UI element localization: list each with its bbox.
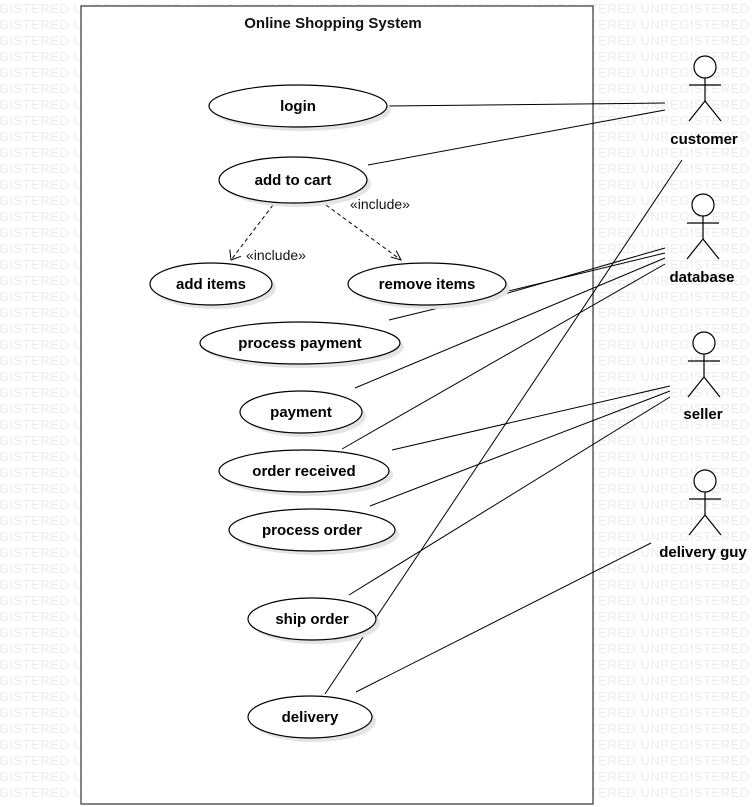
use-case-label-login: login: [280, 98, 316, 115]
use-case-remove-items[interactable]: remove items: [347, 262, 510, 309]
use-case-add-items[interactable]: add items: [149, 262, 276, 309]
use-case-ellipse: [218, 156, 368, 204]
actor-head: [693, 55, 717, 79]
actor-left-leg: [688, 100, 706, 122]
include-line-add-items: [230, 204, 274, 261]
actors: customer database seller delivery guy: [659, 55, 747, 561]
use-case-label-remove-items: remove items: [379, 276, 476, 293]
actor-right-leg: [704, 100, 722, 122]
use-case-ellipse: [208, 84, 388, 128]
use-case-ellipse: [228, 508, 396, 552]
use-case-ellipse: [239, 390, 363, 434]
actor-database[interactable]: database: [669, 193, 735, 286]
actor-label-customer: customer: [670, 131, 738, 148]
actor-delivery-guy[interactable]: delivery guy: [659, 469, 747, 561]
assoc-orderreceived-database: [341, 263, 666, 450]
use-case-label-ship-order: ship order: [275, 611, 349, 628]
assoc-payment-database: [354, 257, 666, 389]
use-case-ellipse: [247, 597, 377, 641]
actor-right-leg: [702, 238, 720, 260]
use-case-label-order-received: order received: [252, 463, 355, 480]
use-case-login[interactable]: login: [208, 84, 391, 131]
actor-head: [691, 193, 715, 217]
include-label-add-items: «include»: [246, 247, 306, 263]
assoc-delivery-deliveryguy: [355, 542, 652, 693]
use-case-ellipse: [149, 262, 273, 306]
actor-left-leg: [688, 514, 706, 536]
use-case-process-order[interactable]: process order: [228, 508, 399, 555]
actor-left-leg: [687, 376, 705, 398]
use-case-label-process-payment: process payment: [238, 335, 361, 352]
use-case-ellipse: [247, 695, 373, 739]
actor-seller[interactable]: seller: [683, 331, 723, 423]
use-case-delivery[interactable]: delivery: [247, 695, 376, 742]
use-case-process-payment[interactable]: process payment: [199, 321, 404, 368]
actor-right-leg: [704, 514, 722, 536]
actor-right-leg: [703, 376, 721, 398]
assoc-orderreceived-seller: [391, 385, 671, 451]
assoc-removeitems-database: [493, 247, 666, 298]
actor-left-leg: [686, 238, 704, 260]
assoc-addtocart-customer: [367, 109, 666, 166]
use-cases: login add to cart add items remove items…: [149, 84, 510, 742]
use-case-label-add-to-cart: add to cart: [255, 172, 332, 189]
use-case-add-to-cart[interactable]: add to cart: [218, 156, 371, 207]
include-line-remove-items: [325, 204, 402, 261]
use-case-label-payment: payment: [270, 404, 332, 421]
use-case-ellipse: [218, 449, 390, 493]
actor-customer[interactable]: customer: [670, 55, 738, 148]
include-label-remove-items: «include»: [350, 196, 410, 212]
include-dependencies: «include» «include»: [229, 196, 410, 263]
use-case-label-process-order: process order: [262, 522, 362, 539]
use-case-order-received[interactable]: order received: [218, 449, 393, 496]
include-arrowhead-add-items: [229, 249, 242, 261]
use-case-ellipse: [347, 262, 507, 306]
system-title: Online Shopping System: [244, 15, 422, 32]
actor-head: [692, 331, 716, 355]
assoc-processorder-seller: [369, 390, 671, 507]
actor-label-delivery-guy: delivery guy: [659, 544, 747, 561]
actor-head: [693, 469, 717, 493]
actor-label-seller: seller: [683, 406, 722, 423]
assoc-delivery-customer: [324, 159, 683, 695]
assoc-login-customer: [387, 102, 666, 107]
assoc-shiporder-seller: [348, 396, 671, 596]
use-case-ship-order[interactable]: ship order: [247, 597, 380, 644]
use-case-payment[interactable]: payment: [239, 390, 366, 437]
include-arrowhead-remove-items: [390, 250, 402, 261]
use-case-ellipse: [199, 321, 401, 365]
actor-label-database: database: [669, 269, 734, 286]
use-case-label-delivery: delivery: [282, 709, 339, 726]
use-case-label-add-items: add items: [176, 276, 246, 293]
